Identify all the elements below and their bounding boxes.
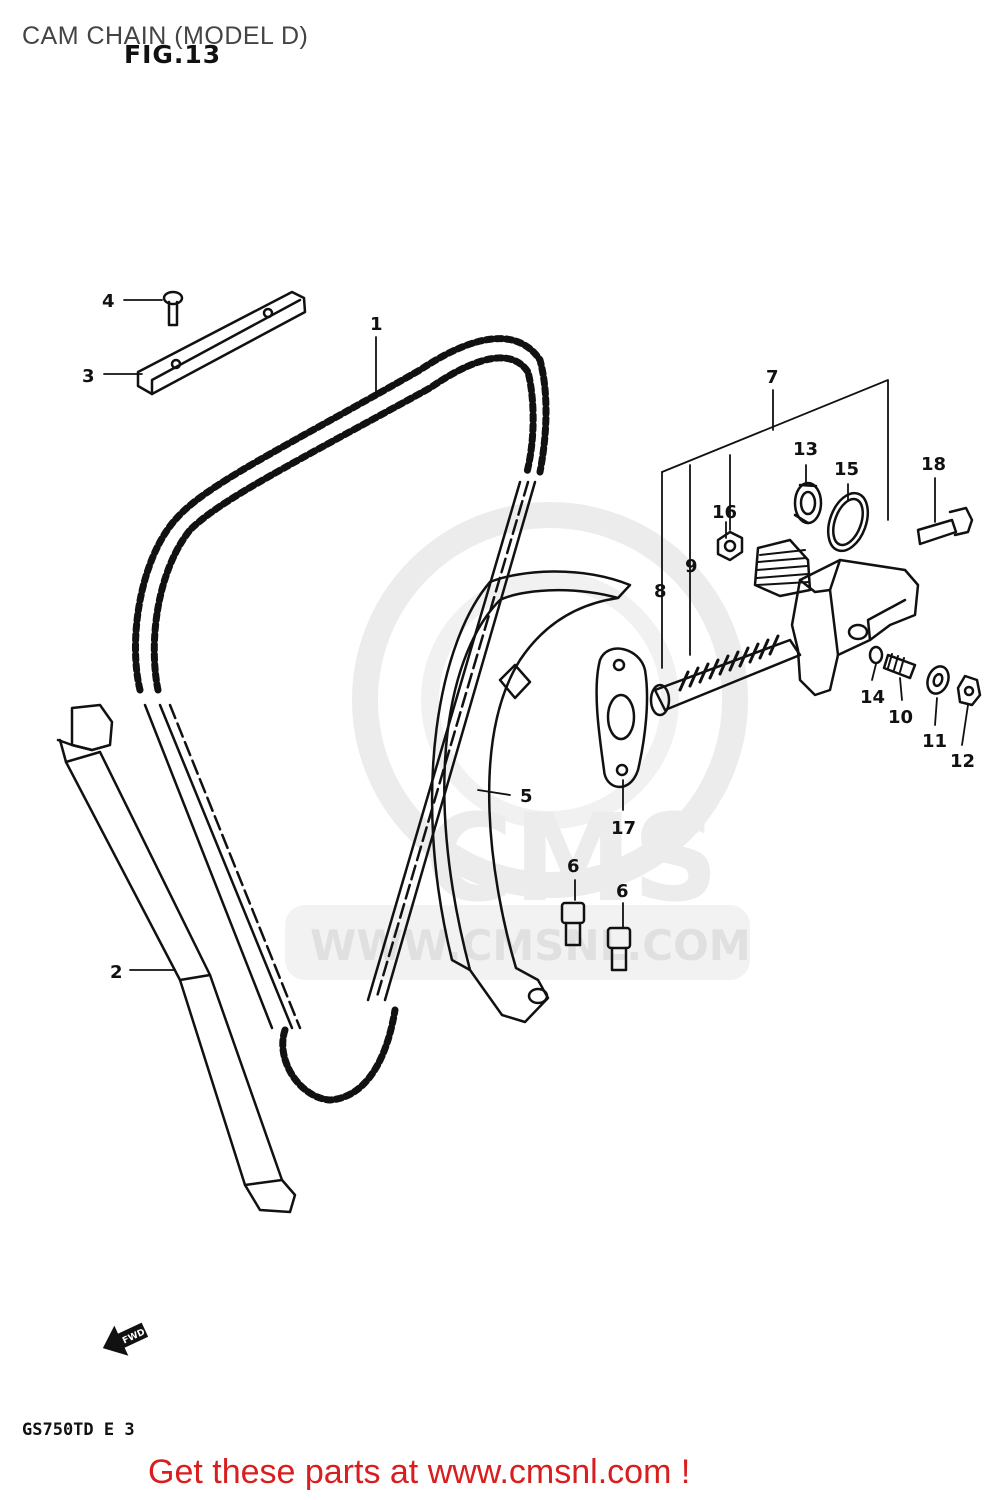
chain-lower-runs: [143, 480, 537, 1030]
model-code: GS750TD E 3: [22, 1420, 135, 1440]
watermark: CMS WWW.CMSNL.COM: [285, 502, 751, 980]
callout-8: 8: [654, 581, 667, 602]
callout-11: 11: [922, 731, 947, 752]
callout-12: 12: [950, 751, 975, 772]
part-11-washer: [926, 665, 950, 695]
part-18-bolt: [916, 506, 974, 546]
callout-14: 14: [860, 687, 885, 708]
watermark-url: WWW.CMSNL.COM: [310, 921, 751, 970]
callout-6-right: 6: [616, 881, 629, 902]
callout-15: 15: [834, 459, 859, 480]
callout-18: 18: [921, 454, 946, 475]
leader-lines: [103, 299, 969, 971]
part-13-seal: [793, 481, 823, 525]
part-15-o-ring: [826, 491, 870, 553]
part-6-damper-left: [560, 901, 586, 947]
callout-16: 16: [712, 502, 737, 523]
callouts: 1 2 3 4 5 6 6 7 8 9 10 11 12 13 14 15 16…: [82, 291, 975, 983]
callout-17: 17: [611, 818, 636, 839]
part-1-cam-chain: [132, 335, 550, 1104]
callout-1: 1: [370, 314, 383, 335]
callout-2: 2: [110, 962, 123, 983]
callout-3: 3: [82, 366, 95, 387]
part-3-guide-bar: [136, 290, 307, 396]
fwd-arrow-icon: FWD: [102, 1322, 149, 1356]
callout-10: 10: [888, 707, 913, 728]
callout-6-left: 6: [567, 856, 580, 877]
callout-7: 7: [766, 367, 779, 388]
part-5-tensioner-blade: [430, 570, 632, 1024]
part-14-washer: [868, 645, 884, 665]
part-16-nut: [716, 530, 744, 562]
page-title: CAM CHAIN (MODEL D): [22, 22, 309, 50]
callout-13: 13: [793, 439, 818, 460]
part-6-damper-right: [606, 926, 632, 972]
callout-9: 9: [685, 556, 698, 577]
part-8-9-pushrod-spring: [649, 634, 802, 717]
callout-5: 5: [520, 786, 533, 807]
part-12-nut: [956, 674, 982, 707]
figure-label: FIG.13: [124, 40, 222, 69]
assembly-bracket: [661, 379, 889, 669]
part-17-gasket: [595, 647, 649, 789]
part-2-rear-guide: [56, 703, 297, 1214]
part-10-stud: [882, 653, 917, 680]
callout-4: 4: [102, 291, 115, 312]
part-4-bolt: [162, 290, 184, 327]
promo-link[interactable]: Get these parts at www.cmsnl.com !: [148, 1453, 691, 1491]
